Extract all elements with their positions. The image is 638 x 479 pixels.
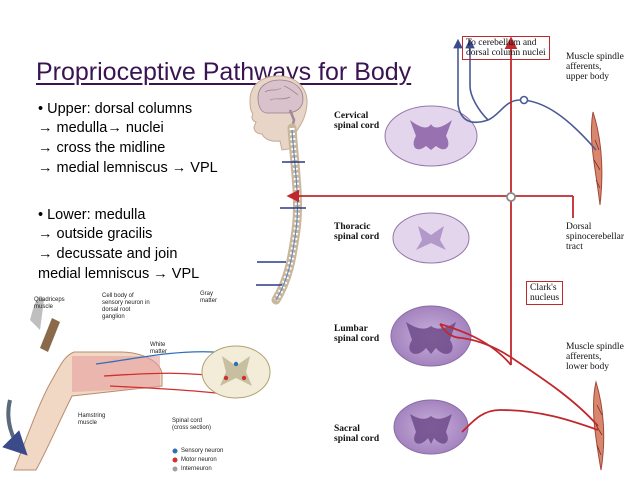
spine-column	[271, 123, 302, 305]
arrow-icon: →	[38, 120, 53, 136]
arrow-icon: →	[171, 160, 187, 176]
arrow-icon: →	[38, 246, 53, 262]
arrow-icon: →	[38, 226, 53, 242]
arrow-icon: →	[153, 266, 168, 282]
upper-body-pathway	[453, 38, 597, 151]
reflex-spinal-cord-section	[201, 345, 271, 399]
reflex-legend: Sensory neuron Motor neuron Interneuron	[181, 448, 224, 472]
bullet-medulla: → medulla→ nuclei	[38, 120, 164, 136]
cord-section-thoracic	[392, 212, 470, 264]
bullet-upper: • Upper: dorsal columns	[38, 101, 193, 117]
arrow-icon: →	[107, 120, 122, 136]
bullet-decussate: → decussate and join	[38, 246, 178, 262]
bullet-medial-lemniscus: → medial lemniscus → VPL	[38, 160, 218, 176]
reflex-leg-illustration	[2, 296, 163, 471]
cord-section-sacral	[393, 399, 469, 455]
cord-section-lumbar	[390, 305, 472, 367]
muscle-spindle-lower	[592, 380, 605, 471]
lower-body-pathway	[286, 36, 599, 433]
reflex-legend-dots	[172, 448, 178, 472]
bullet-join-lemniscus: medial lemniscus → VPL	[38, 266, 200, 282]
brain-icon	[257, 79, 304, 129]
spinal-level-markers	[256, 161, 306, 286]
cord-section-cervical	[384, 105, 478, 167]
muscle-spindle-upper	[590, 111, 603, 206]
slide-title: Proprioceptive Pathways for Body	[36, 58, 412, 86]
spinal-cord-label: Spinal cord(cross section)	[172, 418, 212, 431]
bullet-cross-midline: → cross the midline	[38, 140, 166, 156]
bullet-outside-gracilis: → outside gracilis	[38, 226, 153, 242]
arrow-icon: →	[38, 140, 53, 156]
bullet-lower: • Lower: medulla	[38, 207, 146, 223]
arrow-icon: →	[38, 160, 53, 176]
